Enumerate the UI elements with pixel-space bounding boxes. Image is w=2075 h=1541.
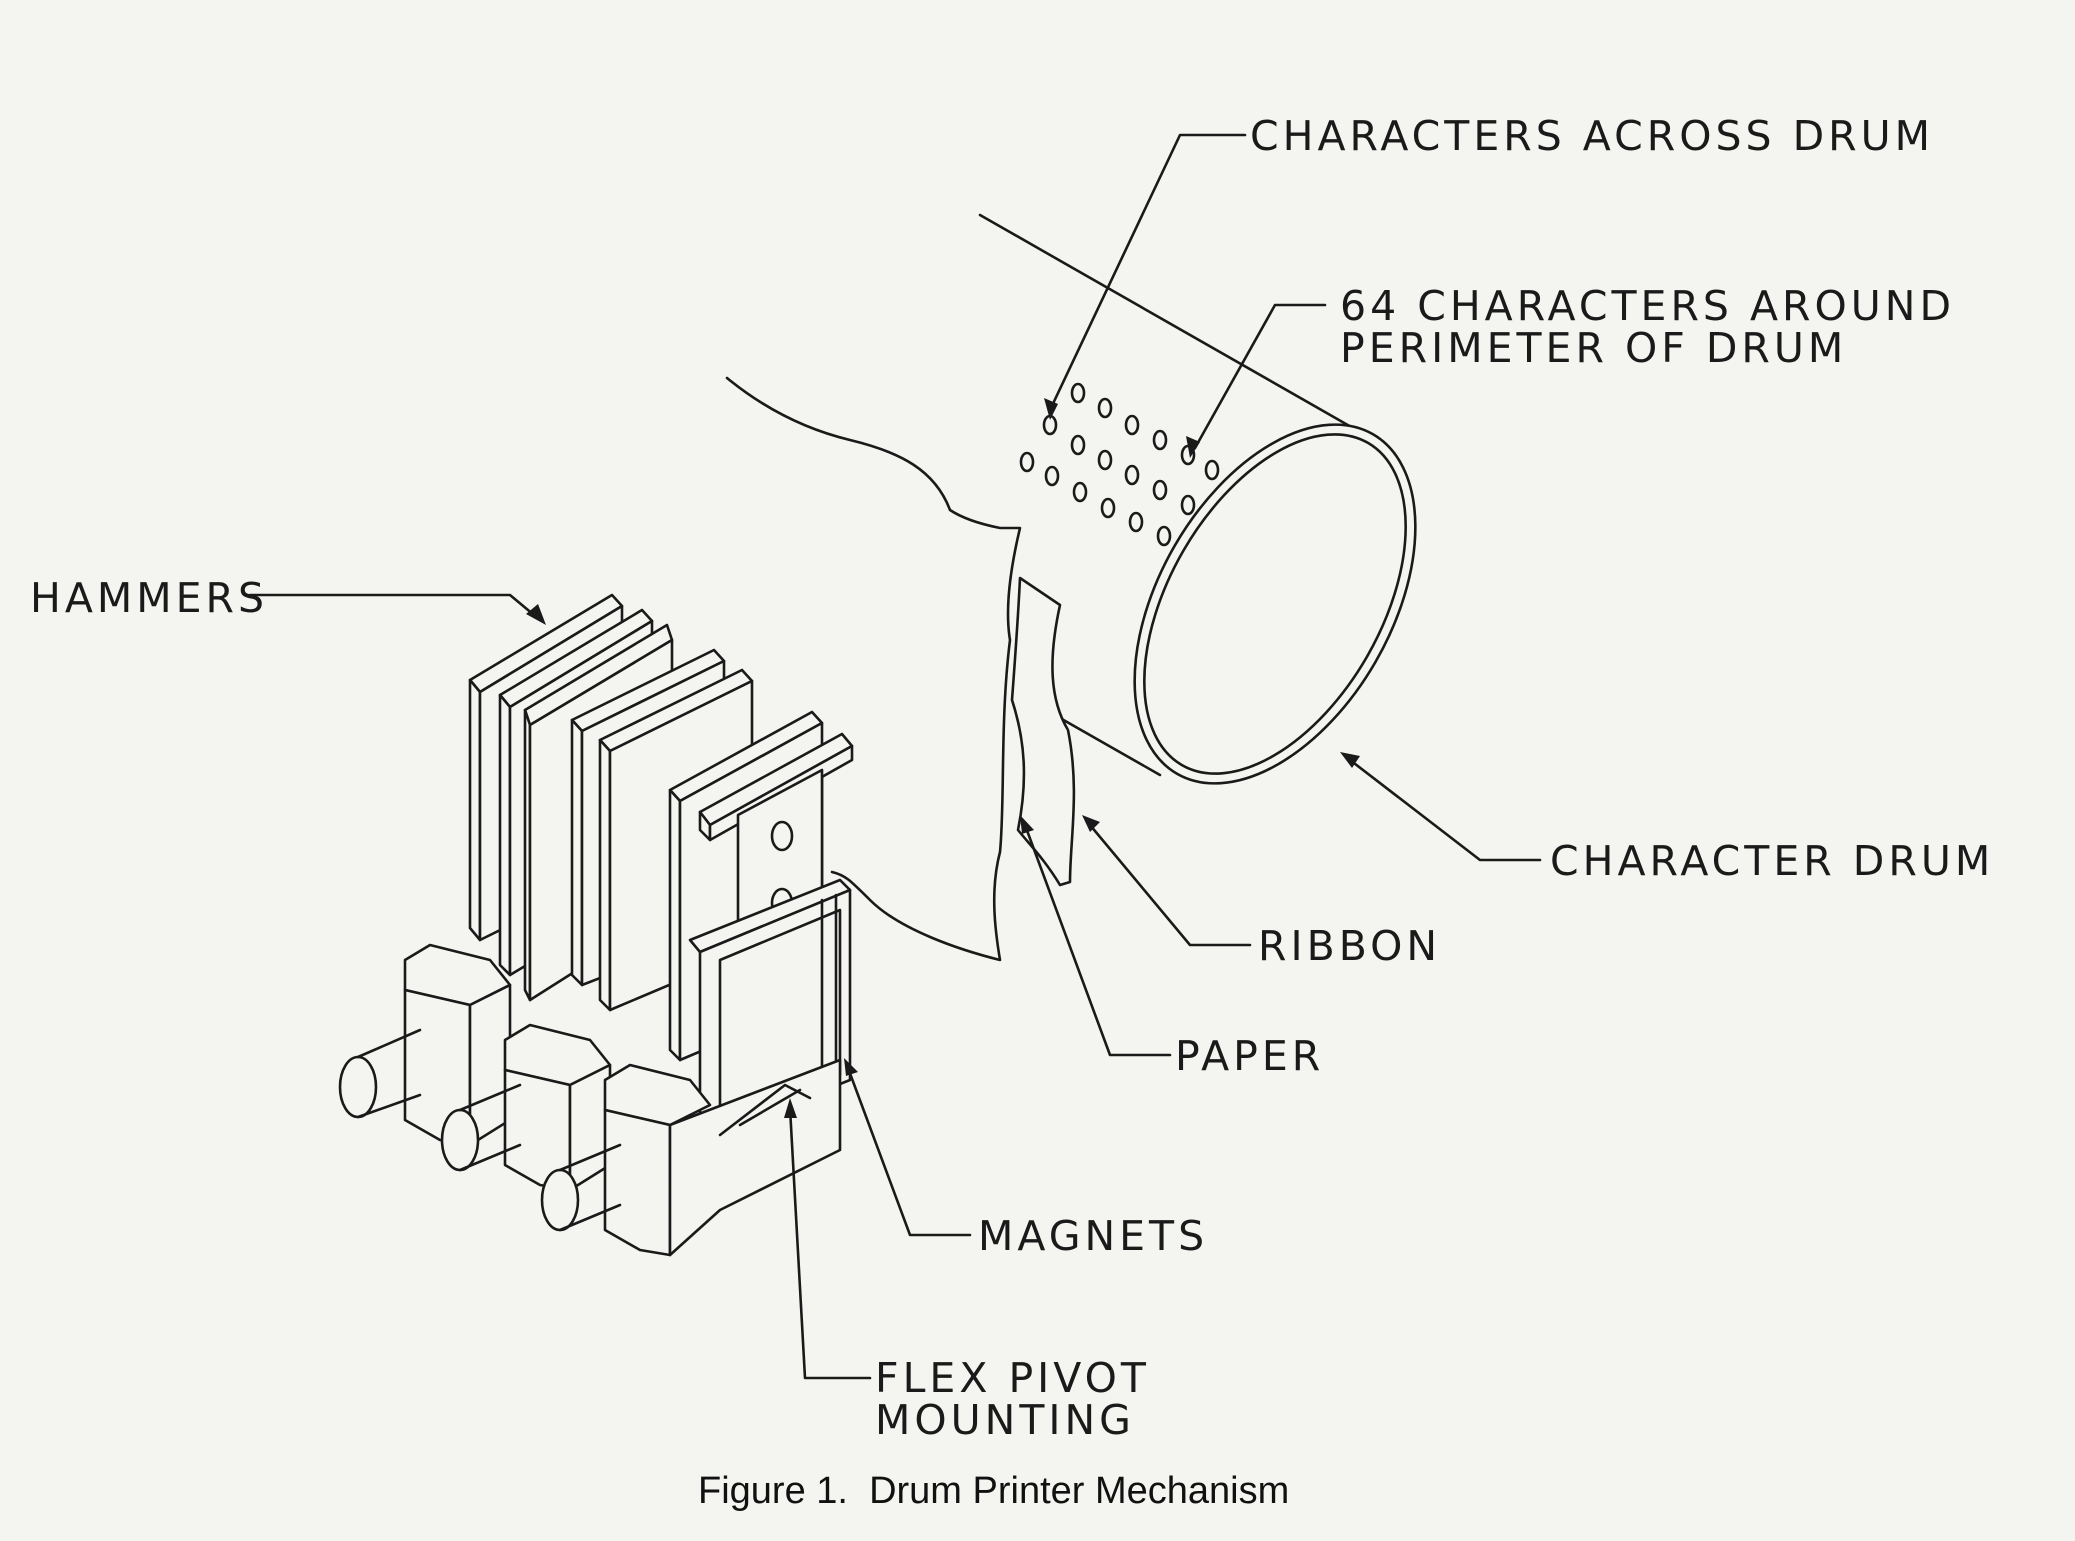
paper-sheet	[725, 376, 1022, 962]
label-character-drum: CHARACTER DRUM	[1550, 837, 1994, 885]
label-mounting: MOUNTING	[875, 1396, 1135, 1444]
label-magnets: MAGNETS	[978, 1212, 1208, 1260]
label-characters-across-drum: CHARACTERS ACROSS DRUM	[1250, 112, 1934, 160]
label-64-characters-around: 64 CHARACTERS AROUND	[1340, 282, 1955, 330]
label-hammers: HAMMERS	[30, 574, 268, 622]
leader-lines	[248, 133, 1542, 1380]
label-flex-pivot: FLEX PIVOT	[875, 1354, 1150, 1402]
hammer-assembly	[338, 593, 854, 1257]
ribbon	[1010, 576, 1076, 887]
label-perimeter-of-drum: PERIMETER OF DRUM	[1340, 324, 1847, 372]
label-ribbon: RIBBON	[1258, 922, 1441, 970]
character-drum	[978, 213, 1417, 785]
figure-caption: Figure 1. Drum Printer Mechanism	[698, 1470, 1289, 1512]
label-paper: PAPER	[1175, 1032, 1324, 1080]
